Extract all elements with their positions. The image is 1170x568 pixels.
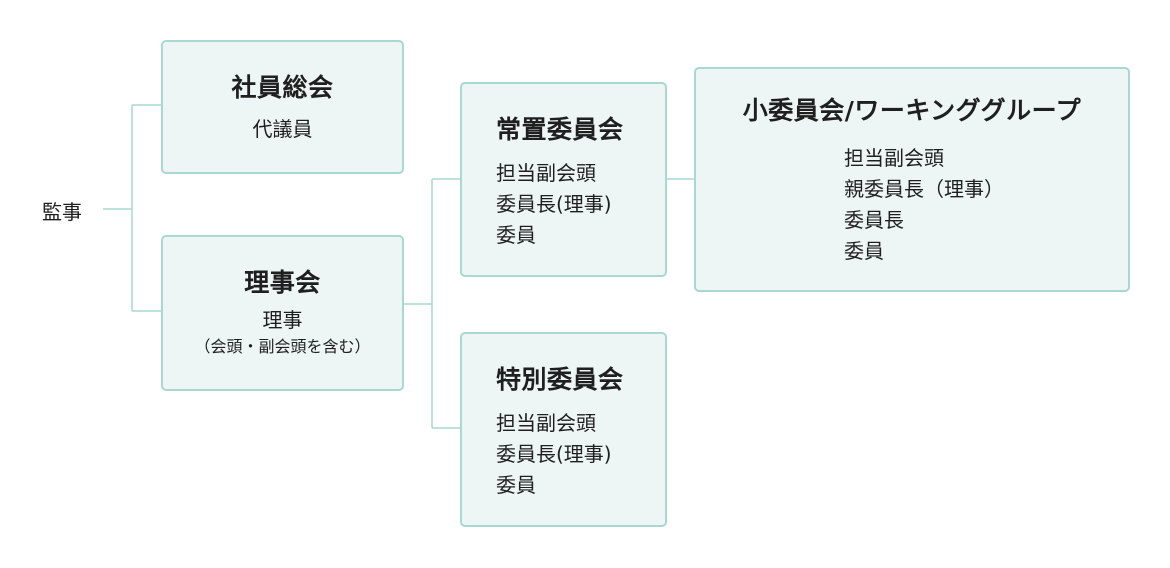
list-item: 親委員長（理事）	[844, 177, 1004, 201]
subcommittee-members: 担当副会頭 親委員長（理事） 委員長 委員	[844, 143, 1128, 267]
subcommittee-box: 小委員会/ワーキンググループ 担当副会頭 親委員長（理事） 委員長 委員	[694, 67, 1130, 292]
list-item: 担当副会頭	[496, 411, 596, 435]
board-title: 理事会	[244, 268, 321, 297]
special-committee-members: 担当副会頭 委員長(理事) 委員	[496, 408, 665, 501]
special-committee-title: 特別委員会	[496, 365, 624, 394]
subcommittee-title: 小委員会/ワーキンググループ	[742, 96, 1082, 125]
special-committee-box: 特別委員会 担当副会頭 委員長(理事) 委員	[460, 332, 667, 527]
general-meeting-box: 社員総会 代議員	[161, 40, 404, 174]
list-item: 委員	[496, 223, 536, 247]
list-item: 委員	[844, 239, 884, 263]
list-item: 委員長(理事)	[496, 442, 612, 466]
general-meeting-title: 社員総会	[231, 73, 334, 102]
standing-committee-members: 担当副会頭 委員長(理事) 委員	[496, 158, 665, 251]
list-item: 担当副会頭	[496, 161, 596, 185]
general-meeting-member: 代議員	[252, 117, 313, 141]
auditor-label: 監事	[42, 200, 82, 224]
list-item: 委員長	[844, 208, 904, 232]
board-member: 理事	[262, 308, 303, 332]
board-box: 理事会 理事 （会頭・副会頭を含む）	[161, 235, 404, 391]
standing-committee-title: 常置委員会	[496, 115, 624, 144]
list-item: 委員長(理事)	[496, 192, 612, 216]
list-item: 委員	[496, 473, 536, 497]
standing-committee-box: 常置委員会 担当副会頭 委員長(理事) 委員	[460, 82, 667, 277]
list-item: 担当副会頭	[844, 146, 944, 170]
board-note: （会頭・副会頭を含む）	[194, 337, 371, 356]
